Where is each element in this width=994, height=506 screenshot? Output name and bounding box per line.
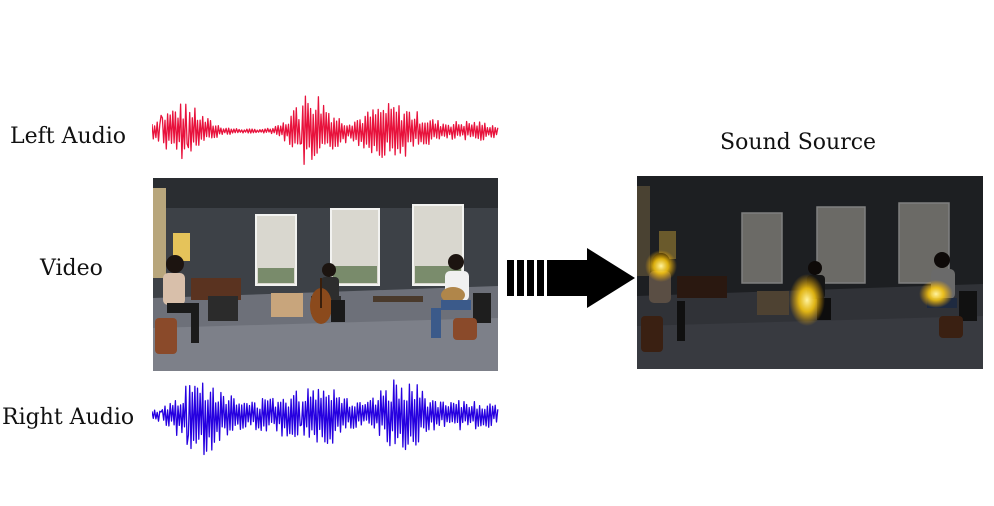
sound-source-highlights bbox=[645, 250, 953, 326]
highlight-guitar bbox=[919, 280, 953, 308]
dimmed-classroom-scene bbox=[637, 176, 983, 369]
highlight-cello bbox=[789, 274, 825, 326]
right-audio-label: Right Audio bbox=[2, 405, 135, 430]
sound-source-frame bbox=[637, 176, 983, 369]
person-left bbox=[155, 255, 199, 354]
highlight-left-speaker bbox=[645, 250, 677, 282]
video-frame bbox=[153, 178, 498, 371]
person-cellist bbox=[310, 263, 345, 324]
classroom-scene bbox=[153, 178, 498, 371]
video-label: Video bbox=[40, 256, 103, 281]
person-guitarist bbox=[431, 254, 477, 340]
left-audio-waveform bbox=[152, 95, 499, 165]
right-audio-waveform bbox=[152, 379, 499, 456]
sound-source-label: Sound Source bbox=[720, 130, 877, 155]
left-audio-label: Left Audio bbox=[10, 124, 127, 149]
right-arrow-icon bbox=[507, 248, 635, 308]
